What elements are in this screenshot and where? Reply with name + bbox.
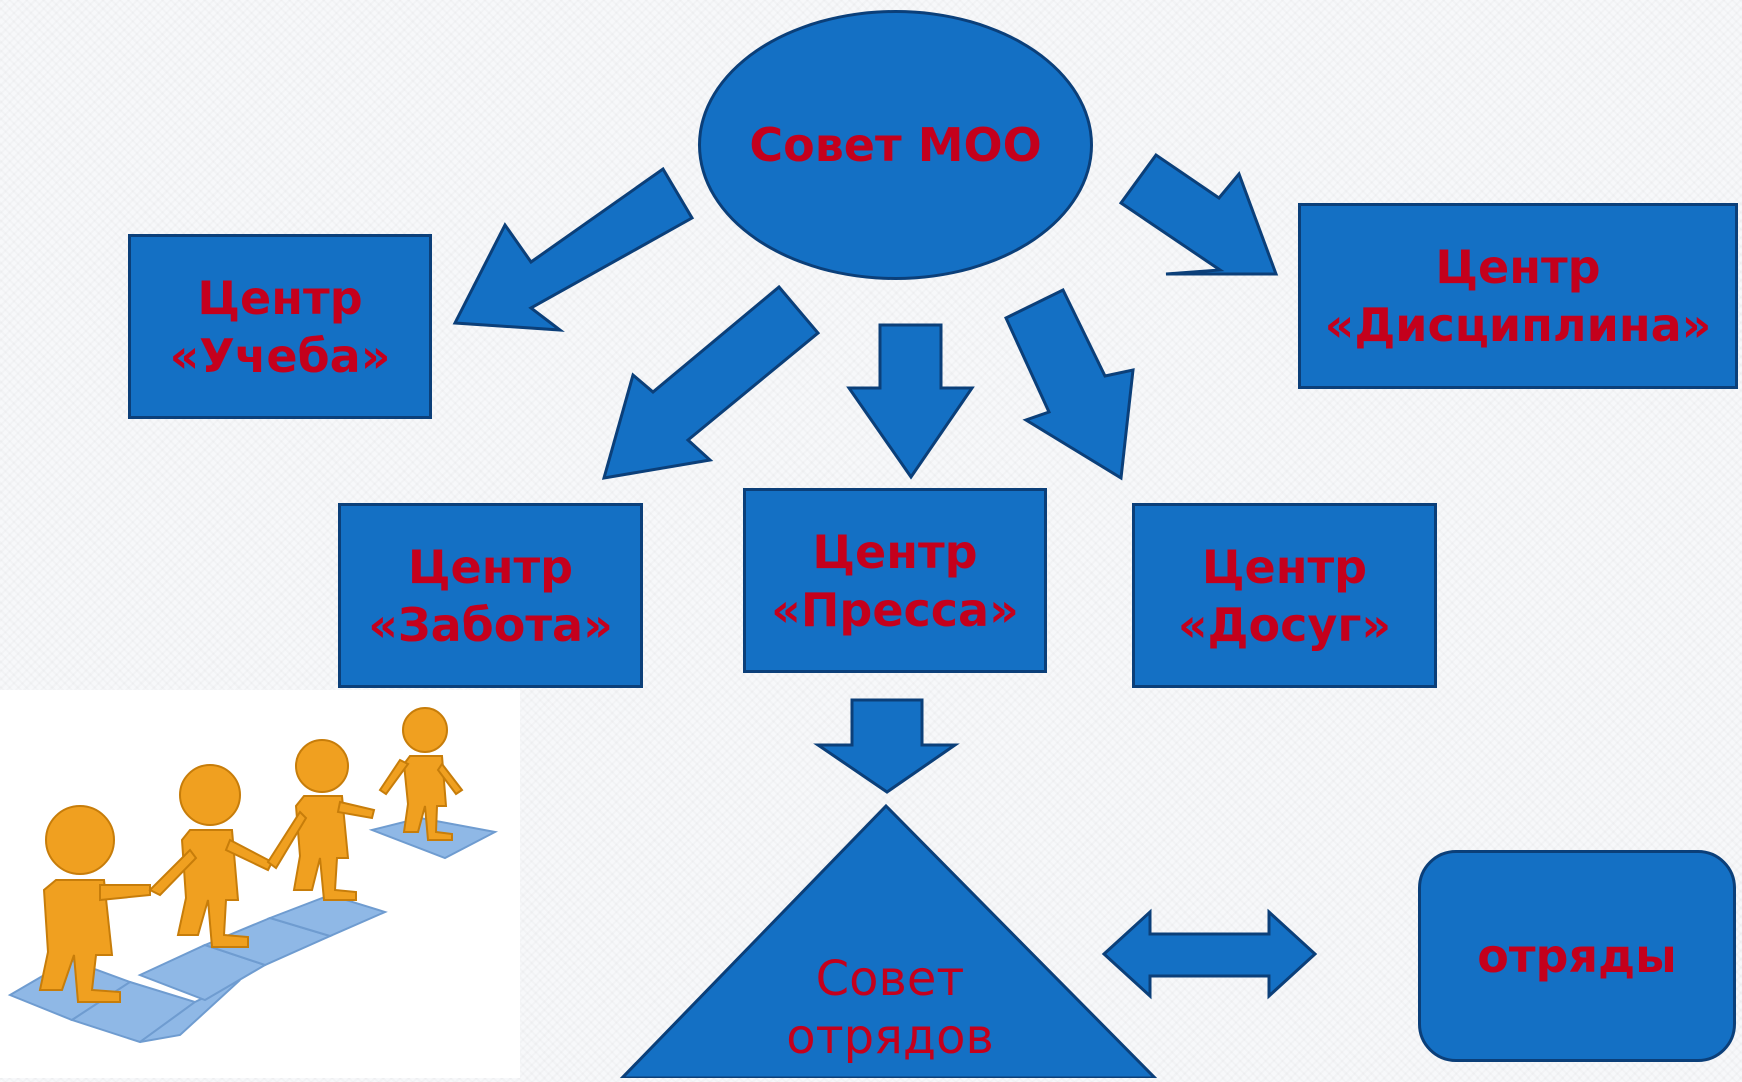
council-moo-line2: МОО [917, 118, 1042, 172]
arrow-to-council-squads [813, 698, 960, 794]
center-press-node: Центр «Пресса» [743, 488, 1047, 673]
center-study-line1: Центр [197, 270, 363, 325]
center-leisure-line2: «Досуг» [1177, 597, 1392, 652]
center-discipline-line2: «Дисциплина» [1324, 298, 1712, 352]
center-care-line1: Центр [407, 539, 574, 594]
council-squads-label: Совет отрядов [690, 950, 1090, 1066]
center-leisure-line1: Центр [1201, 539, 1368, 594]
center-leisure-node: Центр «Досуг» [1132, 503, 1437, 688]
arrow-to-leisure [1004, 287, 1135, 481]
arrow-to-press [846, 323, 975, 480]
council-squads-line2: отрядов [786, 1009, 994, 1065]
people-on-puzzle-icon [0, 690, 520, 1078]
center-discipline-line1: Центр [1435, 240, 1601, 294]
center-press-line1: Центр [812, 524, 978, 579]
center-care-node: Центр «Забота» [338, 503, 643, 688]
center-study-node: Центр «Учеба» [128, 234, 432, 419]
squads-label: отряды [1477, 929, 1677, 983]
center-press-line2: «Пресса» [771, 582, 1019, 637]
arrow-to-care [601, 284, 821, 480]
center-care-line2: «Забота» [368, 597, 613, 652]
center-study-line2: «Учеба» [169, 328, 391, 383]
council-squads-line1: Совет [815, 951, 965, 1007]
council-moo-line1: Совет [749, 118, 902, 172]
council-moo-node: Совет МОО [698, 10, 1093, 280]
arrow-to-study [452, 166, 695, 332]
double-arrow-squads [1101, 908, 1318, 1000]
center-discipline-node: Центр «Дисциплина» [1298, 203, 1738, 389]
arrow-to-discipline [1118, 152, 1279, 276]
squads-node: отряды [1418, 850, 1736, 1062]
council-squads-triangle [619, 803, 1158, 1078]
